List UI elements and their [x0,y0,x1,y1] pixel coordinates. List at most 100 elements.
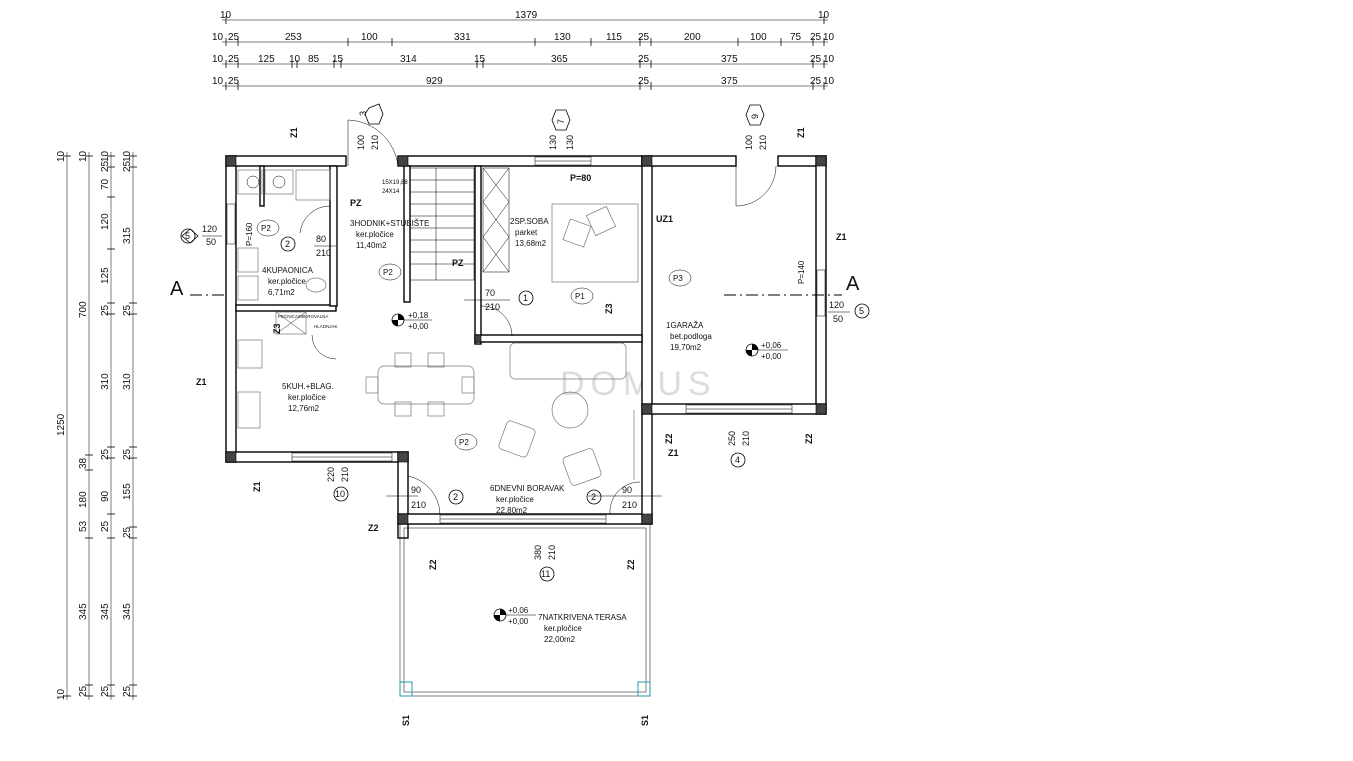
dim-left-c2: 38 [78,457,89,469]
dim-top-r4: 25 [638,76,650,87]
room-dnevni-boravak: 6DNEVNI BORAVAK ker.pločice 22,80m2 [490,484,565,515]
dim-left-c3: 310 [100,373,111,390]
dim-left-c2: 180 [78,491,89,508]
dim-top-r3: 125 [258,54,275,65]
dim-top-r3: 15 [474,54,486,65]
watermark: DOMUS [560,365,717,403]
wall-type-label: Z1 [252,481,262,492]
dim-top-r2: 10 [823,32,835,43]
dim-left-c3: 25 [100,448,111,460]
svg-text:2SP.SOBA: 2SP.SOBA [510,217,549,226]
room-labels: 1GARAŽA bet.podloga 19,70m2 2SP.SOBA par… [262,217,712,644]
opening-tag: 11 [541,569,550,579]
room-name: GARAŽA [670,321,704,330]
svg-text:+0,18: +0,18 [408,311,429,320]
floor-type-tag: P2 [383,268,393,277]
svg-text:210: 210 [485,302,500,312]
svg-text:70: 70 [485,288,495,298]
room-num: 2 [510,217,515,226]
room-floor: ker.pločice [288,393,326,402]
opening-tag: 5 [859,306,864,316]
room-area: 13,68m2 [515,239,547,248]
room-area: 19,70m2 [670,343,702,352]
svg-text:130: 130 [565,135,575,150]
dim-top-r2: 100 [361,32,378,43]
wall-type-label: Z1 [836,232,847,242]
dim-left-c4: 25 [122,526,133,538]
dim-top-r4: 375 [721,76,738,87]
dim-top-r3: 15 [332,54,344,65]
room-floor: ker.pločice [544,624,582,633]
opening-tag: 2 [591,492,596,502]
room-name: HODNIK+STUBIŠTE [354,219,429,228]
opening-tag: 3 [358,111,368,116]
dim-top-r2: 253 [285,32,302,43]
room-sp-soba: 2SP.SOBA parket 13,68m2 [510,217,549,248]
dim-top-r3: 10 [289,54,301,65]
dim-top-r1: 1379 [515,10,538,21]
dim-left-c3: 25 [100,685,111,697]
floor-type-tag: P3 [673,274,683,283]
opening-tags: 3 7 9 5 5 2 1 10 2 2 4 11 [180,103,870,582]
svg-text:6DNEVNI BORAVAK: 6DNEVNI BORAVAK [490,484,565,493]
dim-left-c2: 53 [78,520,89,532]
dim-left-c3: 345 [100,603,111,620]
wall-type-label: Z3 [604,303,614,314]
dim-top-r3: 25 [228,54,240,65]
room-kuhinja: 5KUH.+BLAG. ker.pločice 12,76m2 [282,382,334,413]
dim-top-r2: 130 [554,32,571,43]
room-terasa: 7NATKRIVENA TERASA ker.pločice 22,00m2 [538,613,627,644]
wall-type-label: Z3 [272,323,282,334]
svg-text:130: 130 [548,135,558,150]
appliance-label: PEĆNICA/MIKROVALNA [278,313,328,319]
dim-top-r4: 25 [228,76,240,87]
wall-type-label: Z1 [289,127,299,138]
svg-text:+0,00: +0,00 [761,352,782,361]
dim-left-c1: 10 [56,150,67,162]
room-floor: parket [515,228,538,237]
wall-type-label: Z2 [804,433,814,444]
level-markers: +0,18 +0,00 +0,06 +0,00 +0,06 +0,00 [391,311,788,626]
opening-tag: 10 [335,489,345,499]
svg-text:120: 120 [829,300,844,310]
dim-left-c4: 25 [122,160,133,172]
wall-type-label: Z2 [626,559,636,570]
dim-top-r2: 115 [606,32,622,43]
dim-top-r3: 10 [212,54,224,65]
misc-labels: 15X19,88 24X14 PEĆNICA/MIKROVALNA HLADNJ… [170,180,860,329]
dim-left-c2: 700 [78,301,89,318]
dim-left-c2: 10 [78,150,89,162]
dim-left-c4: 345 [122,603,133,620]
dim-left-c3: 25 [100,520,111,532]
dim-left-c1: 1250 [56,413,67,436]
room-floor: ker.pločice [268,277,306,286]
wall-type-label: UZ1 [656,214,673,224]
dim-top-r4: 25 [810,76,822,87]
dim-left-c3: 70 [100,178,111,190]
room-area: 22,00m2 [544,635,576,644]
level-marker: +0,06 +0,00 [493,606,536,626]
svg-text:100: 100 [744,135,754,150]
level-marker: +0,18 +0,00 [391,311,432,331]
room-area: 12,76m2 [288,404,320,413]
room-area: 22,80m2 [496,506,528,515]
room-name: NATKRIVENA TERASA [542,613,627,622]
dim-left-c3: 10 [100,150,111,162]
svg-text:250: 250 [727,431,737,446]
wall-type-label: Z2 [664,433,674,444]
svg-text:50: 50 [206,237,216,247]
svg-text:210: 210 [340,467,350,482]
dim-top-r3: 365 [551,54,568,65]
opening-tag: 4 [735,455,740,465]
dim-left-c4: 25 [122,448,133,460]
svg-text:210: 210 [741,431,751,446]
svg-text:+0,00: +0,00 [408,322,429,331]
room-hodnik: 3HODNIK+STUBIŠTE ker.pločice 11,40m2 [350,219,429,250]
svg-text:100: 100 [356,135,366,150]
svg-text:210: 210 [547,545,557,560]
opening-tag: 9 [750,114,760,119]
wall-type-label: S1 [640,715,650,726]
dim-left-c4: 25 [122,304,133,316]
svg-text:210: 210 [411,500,426,510]
room-area: 11,40m2 [356,241,387,250]
